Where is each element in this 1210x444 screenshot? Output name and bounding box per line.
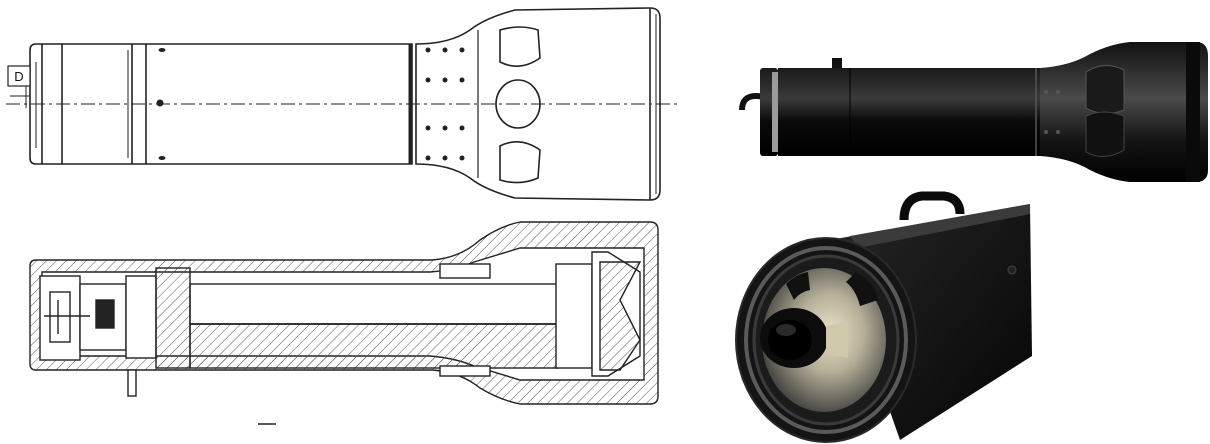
head-outline xyxy=(415,7,661,201)
side-elevation-view xyxy=(6,7,680,201)
render-front-perspective-view xyxy=(735,191,1032,443)
vent-holes xyxy=(156,47,465,161)
reflector-section xyxy=(555,251,642,377)
head-cutout-top xyxy=(499,26,541,67)
callout-label: D xyxy=(14,69,23,84)
cross-section-view xyxy=(29,221,659,425)
tail-cap-outline xyxy=(29,43,63,165)
battery-core-lower xyxy=(189,323,559,369)
tail-switch-mechanism xyxy=(39,267,191,369)
clip-tab xyxy=(832,58,842,72)
head-render xyxy=(1040,42,1208,182)
head-cutout-bottom xyxy=(499,141,541,184)
callout-d: D xyxy=(7,65,31,87)
lanyard-lug xyxy=(127,369,137,397)
render-side-view xyxy=(739,42,1208,182)
body-render xyxy=(778,68,1040,156)
battery-core-upper xyxy=(189,283,559,325)
perspective-handle xyxy=(899,191,965,221)
